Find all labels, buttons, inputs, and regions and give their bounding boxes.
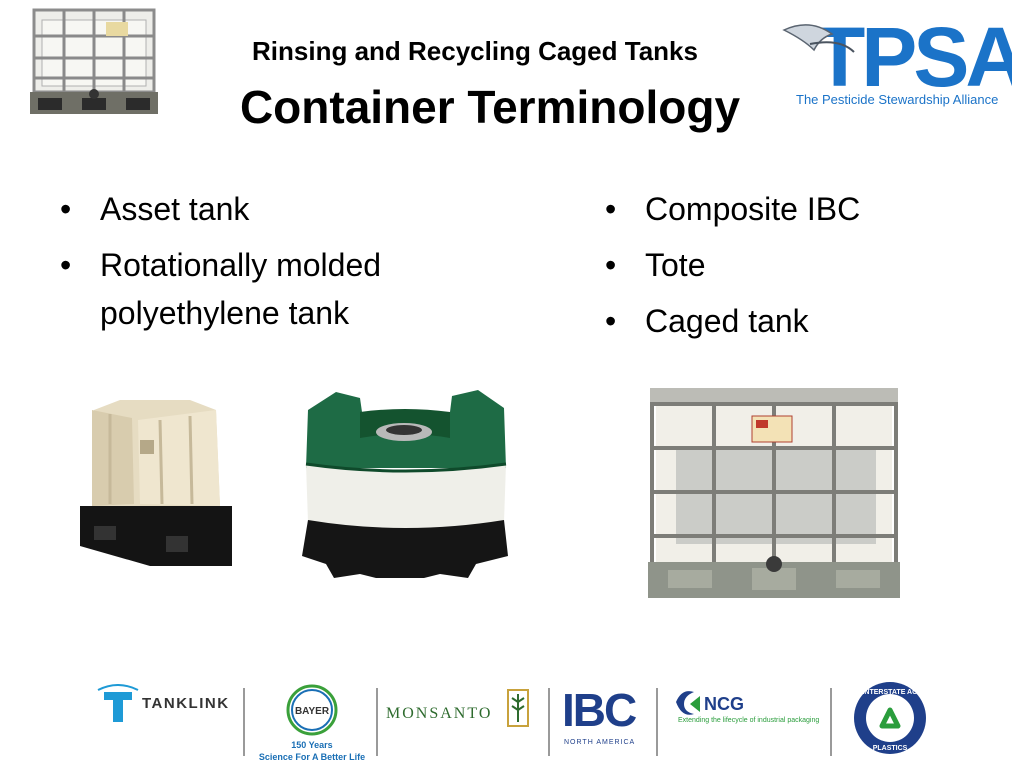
tanklink-logo: TANKLINK (96, 684, 240, 724)
bullet-item: Composite IBC (605, 185, 1005, 233)
tpsa-logo: TPSA The Pesticide Stewardship Alliance (780, 4, 1024, 114)
tpsa-logo-mark: TPSA (814, 10, 1012, 104)
ncg-logo: NCG Extending the lifecycle of industria… (672, 684, 822, 728)
right-bullet-column: Composite IBC Tote Caged tank (605, 185, 1005, 353)
bayer-tagline: Science For A Better Life (259, 752, 365, 762)
tpsa-tagline: The Pesticide Stewardship Alliance (796, 92, 998, 107)
left-bullet-column: Asset tank Rotationally molded polyethyl… (60, 185, 480, 345)
green-roto-tank-image (300, 384, 510, 580)
slide-title: Container Terminology (239, 81, 741, 133)
bullet-item: Asset tank (60, 185, 480, 233)
bullet-item: Caged tank (605, 297, 1005, 345)
logo-divider (548, 688, 550, 756)
monsanto-wordmark: MONSANTO (386, 705, 492, 722)
slide-subtitle: Rinsing and Recycling Caged Tanks (252, 36, 698, 66)
ibc-subtext: NORTH AMERICA (564, 739, 635, 746)
monsanto-logo: MONSANTO (384, 684, 536, 734)
ibc-tote-icon (30, 6, 158, 118)
logo-divider (656, 688, 658, 756)
logo-divider (830, 688, 832, 756)
bayer-logo: BAYER 150 Years Science For A Better Lif… (250, 680, 370, 766)
ncg-wordmark: NCG (704, 694, 744, 714)
logo-divider (376, 688, 378, 756)
beige-asset-tank-image (80, 396, 232, 568)
ibc-wordmark: IBC (562, 684, 636, 736)
interstate-bottom-text: PLASTICS (873, 745, 908, 752)
seagull-icon (782, 24, 834, 52)
interstate-top-text: INTERSTATE AG (862, 689, 918, 696)
bullet-item: Rotationally molded polyethylene tank (60, 241, 480, 337)
caged-ibc-tank-image (648, 386, 900, 600)
interstate-ag-plastics-logo: INTERSTATE AG PLASTICS (852, 678, 932, 758)
bayer-150-years: 150 Years (291, 740, 332, 750)
logo-divider (243, 688, 245, 756)
bayer-cross-text: BAYER (295, 706, 330, 717)
ibc-north-america-logo: IBC NORTH AMERICA (560, 680, 640, 752)
bullet-item: Tote (605, 241, 1005, 289)
ncg-tagline: Extending the lifecycle of industrial pa… (678, 717, 819, 724)
tanklink-wordmark: TANKLINK (142, 695, 230, 712)
